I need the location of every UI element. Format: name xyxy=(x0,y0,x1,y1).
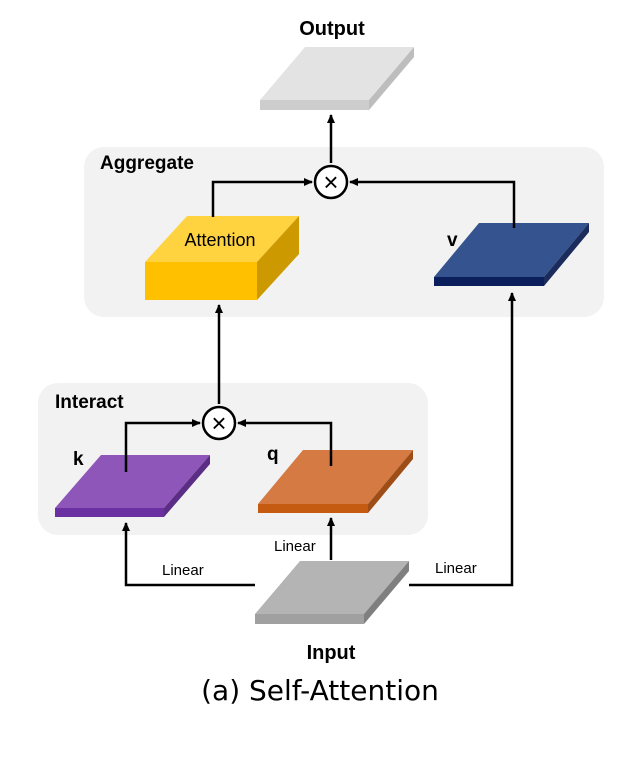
arrow-input-to-k xyxy=(122,522,255,587)
connectors xyxy=(122,114,516,587)
arrow-attention-to-aggregate-multiply xyxy=(211,178,313,217)
linear-label-left: Linear xyxy=(162,562,204,579)
attention-label: Attention xyxy=(184,230,255,250)
v-block xyxy=(434,223,589,286)
aggregate-multiply-operator: × xyxy=(313,164,349,200)
arrow-k-to-interact-multiply xyxy=(124,419,201,472)
k-label: k xyxy=(73,449,84,470)
arrow-q-to-interact-multiply xyxy=(237,419,333,466)
output-label: Output xyxy=(299,18,365,40)
arrow-v-to-aggregate-multiply xyxy=(349,178,516,228)
interact-multiply-symbol: × xyxy=(211,408,226,438)
output-block xyxy=(260,47,414,110)
k-block xyxy=(55,455,210,517)
arrow-input-to-v xyxy=(409,292,516,587)
input-label: Input xyxy=(307,642,356,664)
v-label: v xyxy=(447,230,458,251)
input-block xyxy=(255,561,409,624)
figure-caption: (a) Self-Attention xyxy=(201,674,439,707)
q-label: q xyxy=(267,444,279,465)
attention-block xyxy=(145,216,299,300)
linear-label-middle: Linear xyxy=(274,538,316,555)
q-block xyxy=(258,450,413,513)
interact-title: Interact xyxy=(55,392,124,413)
aggregate-title: Aggregate xyxy=(100,153,194,174)
linear-label-right: Linear xyxy=(435,560,477,577)
aggregate-multiply-symbol: × xyxy=(323,167,338,197)
interact-multiply-operator: × xyxy=(201,405,237,441)
